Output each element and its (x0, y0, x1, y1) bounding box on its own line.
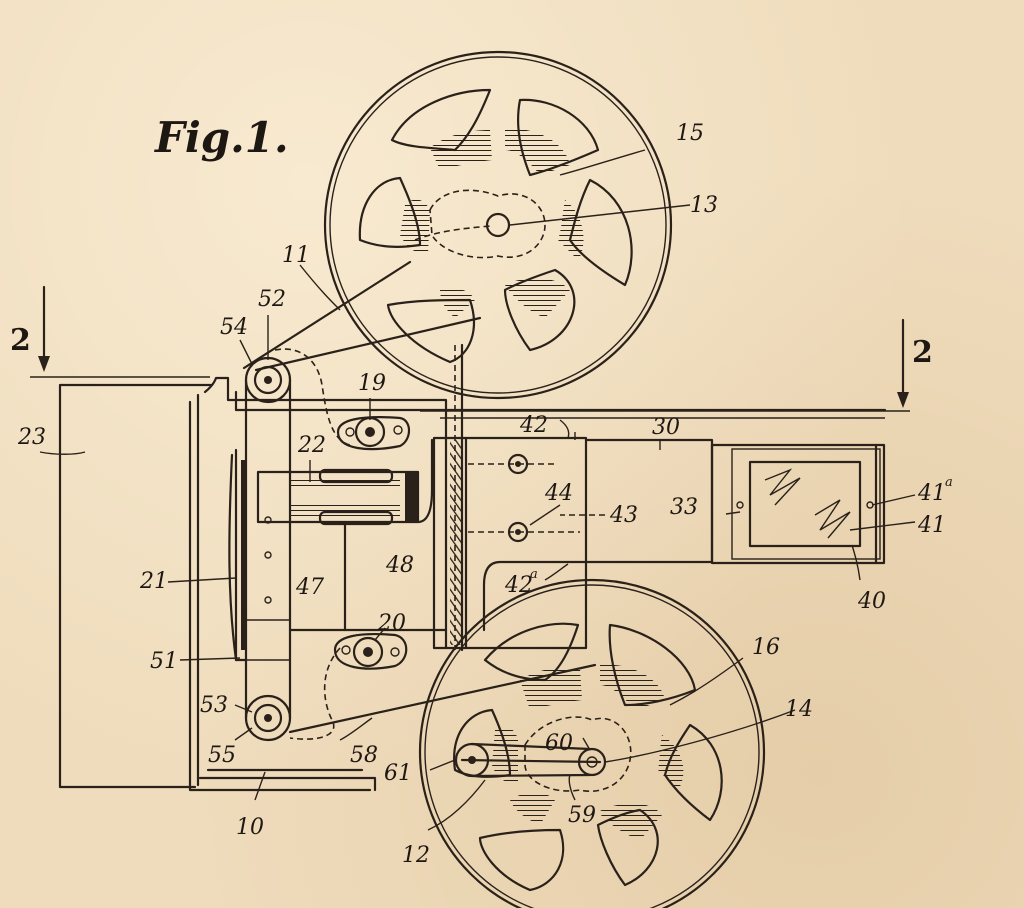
lamp-housing (256, 438, 448, 632)
leader-lines (39, 149, 916, 831)
numeral-43: 43 (609, 503, 638, 528)
numeral-20: 20 (377, 611, 406, 636)
numeral-59: 59 (568, 803, 596, 828)
numeral-41a: 41 a (917, 475, 953, 506)
section-mark-right: 2 (912, 335, 933, 370)
lower-sprocket (333, 632, 408, 670)
svg-text:42: 42 (504, 573, 533, 598)
numeral-15: 15 (676, 121, 704, 146)
main-frame (198, 376, 887, 792)
numeral-42a: 42 a (504, 567, 538, 598)
numeral-21: 21 (139, 569, 168, 594)
numeral-60: 60 (545, 731, 573, 756)
lower-roller (244, 694, 292, 742)
numeral-58: 58 (350, 743, 378, 768)
upper-sprocket (336, 416, 411, 451)
numeral-61: 61 (384, 761, 412, 786)
lower-reel (418, 578, 766, 908)
upper-reel (323, 50, 673, 400)
numeral-23: 23 (17, 425, 46, 450)
numeral-41: 41 (917, 513, 946, 538)
section-line (30, 285, 910, 412)
film-band (228, 378, 292, 720)
numeral-16: 16 (752, 635, 780, 660)
housing-wall (58, 383, 372, 792)
numeral-11: 11 (282, 243, 310, 268)
numeral-12: 12 (402, 843, 430, 868)
numeral-54: 54 (220, 315, 248, 340)
svg-text:a: a (945, 475, 953, 490)
numeral-47: 47 (295, 575, 324, 600)
numeral-33: 33 (670, 495, 698, 520)
numeral-48: 48 (385, 553, 414, 578)
numeral-19: 19 (358, 371, 386, 396)
numeral-22: 22 (297, 433, 326, 458)
reference-numerals: 15 13 11 52 54 19 22 23 42 30 44 43 33 4… (17, 121, 953, 868)
numeral-14: 14 (785, 697, 813, 722)
numeral-30: 30 (652, 415, 680, 440)
svg-text:41: 41 (917, 481, 946, 506)
lens-barrel (432, 432, 714, 650)
drive-belt (454, 742, 607, 778)
numeral-10: 10 (236, 815, 264, 840)
numeral-44: 44 (544, 481, 573, 506)
numeral-52: 52 (258, 287, 286, 312)
numeral-55: 55 (208, 743, 236, 768)
numeral-40: 40 (857, 589, 886, 614)
upper-roller (244, 356, 292, 404)
svg-text:a: a (530, 567, 538, 582)
numeral-53: 53 (200, 693, 228, 718)
figure-title: Fig.1. (154, 113, 289, 162)
viewer-frame (710, 443, 886, 565)
numeral-42: 42 (519, 413, 548, 438)
section-mark-left: 2 (10, 323, 31, 358)
numeral-13: 13 (690, 193, 718, 218)
numeral-51: 51 (150, 649, 178, 674)
